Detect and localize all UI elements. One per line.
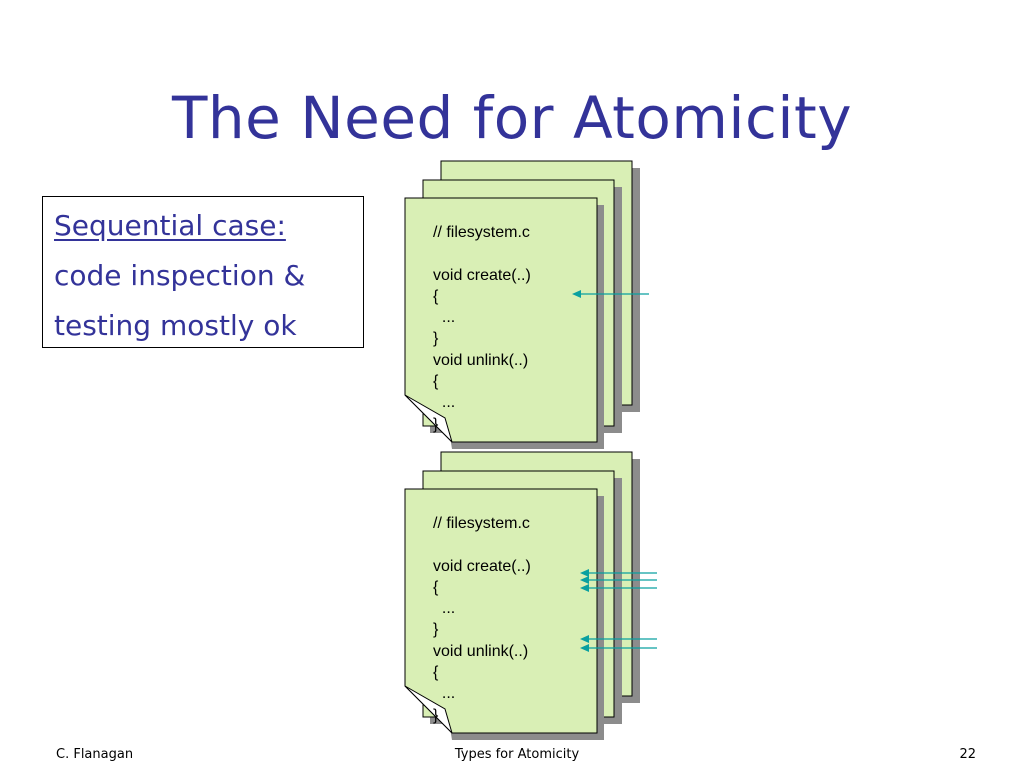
code-line: } xyxy=(433,415,439,433)
top-page-stack xyxy=(404,160,649,449)
code-line: ... xyxy=(433,685,456,703)
arrow-icon xyxy=(572,290,581,298)
code-line: { xyxy=(433,578,439,596)
code-line: { xyxy=(433,373,439,391)
arrow-icon xyxy=(580,644,589,652)
code-listing-top: // filesystem.c void create(..) { ... } … xyxy=(433,222,531,435)
bottom-page-stack xyxy=(404,451,657,740)
footer-author: C. Flanagan xyxy=(56,747,134,762)
code-line: { xyxy=(433,287,439,305)
code-line: ... xyxy=(433,394,456,412)
code-line: } xyxy=(433,706,439,724)
code-line: { xyxy=(433,664,439,682)
front-page xyxy=(404,197,598,443)
code-line: // filesystem.c xyxy=(433,224,530,241)
code-line: // filesystem.c xyxy=(433,515,530,532)
code-line: ... xyxy=(433,600,456,618)
arrow-icon xyxy=(580,635,589,643)
textbox-line-2: testing mostly ok xyxy=(54,309,297,342)
page-fold xyxy=(404,685,453,734)
code-line: void unlink(..) xyxy=(433,351,529,369)
textbox-line-1: code inspection & xyxy=(54,259,306,292)
code-line: void unlink(..) xyxy=(433,642,529,660)
footer-page-number: 22 xyxy=(959,747,976,762)
sequential-case-textbox: Sequential case: code inspection & testi… xyxy=(42,196,364,348)
textbox-heading: Sequential case: xyxy=(54,209,286,242)
code-line: void create(..) xyxy=(433,557,531,575)
footer-title: Types for Atomicity xyxy=(454,747,580,762)
code-listing-bottom: // filesystem.c void create(..) { ... } … xyxy=(433,513,531,726)
code-line: void create(..) xyxy=(433,266,531,284)
front-page xyxy=(404,488,598,734)
code-line: } xyxy=(433,330,439,348)
code-line: ... xyxy=(433,309,456,327)
arrow-icon xyxy=(580,584,589,592)
code-line: } xyxy=(433,621,439,639)
arrow-icon xyxy=(580,569,589,577)
arrow-icon xyxy=(580,576,589,584)
slide-title: The Need for Atomicity xyxy=(171,84,853,152)
page-fold xyxy=(404,394,453,443)
